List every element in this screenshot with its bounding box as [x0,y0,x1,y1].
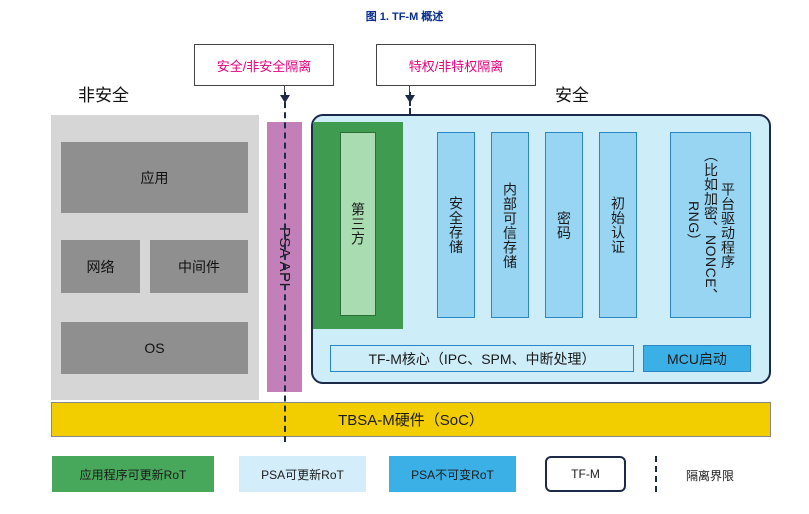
secure-isolation-line [284,92,286,442]
third-party-block: 第三方 [340,132,376,316]
third-party-label: 第三方 [350,202,366,246]
figure-title: 图 1. TF-M 概述 [365,11,444,23]
arrow-down-icon [280,95,290,103]
tfm-core-block: TF-M核心（IPC、SPM、中断处理） [330,345,634,372]
callout-connector [284,86,285,92]
middleware-block: 中间件 [150,240,248,293]
hardware-block: TBSA-M硬件（SoC） [51,402,771,437]
privilege-isolation-line [409,92,411,114]
initial-attestation-block: 初始认证 [599,132,637,318]
secure-storage-block: 安全存储 [437,132,475,318]
crypto-label: 密码 [556,210,572,240]
callout-secure-isolation: 安全/非安全隔离 [194,44,334,86]
mcu-boot-block: MCU启动 [643,345,751,372]
legend-psa-updatable-rot: PSA可更新RoT [239,456,366,492]
callout-connector [409,86,410,92]
legend-isolation-boundary: 隔离界限 [686,469,735,483]
secure-storage-label: 安全存储 [448,196,464,254]
legend-app-updatable-rot: 应用程序可更新RoT [52,456,214,492]
legend-tfm: TF-M [545,456,626,492]
legend-psa-immutable-rot: PSA不可变RoT [389,456,516,492]
callout-privilege-isolation: 特权/非特权隔离 [376,44,536,86]
internal-trusted-storage-block: 内部可信存储 [491,132,529,318]
arrow-down-icon [405,95,415,103]
network-block: 网络 [61,240,140,293]
platform-drivers-block: 平台驱动程序 （比如加密、NONCE、 RNG） [670,132,751,318]
non-secure-label: 非安全 [78,86,129,105]
platform-drivers-label: 平台驱动程序 （比如加密、NONCE、 RNG） [686,147,736,303]
application-block: 应用 [61,142,248,213]
secure-label: 安全 [555,86,589,105]
crypto-block: 密码 [545,132,583,318]
os-block: OS [61,322,248,374]
legend-dashed-line [655,456,657,492]
initial-attestation-label: 初始认证 [610,196,626,254]
internal-trusted-storage-label: 内部可信存储 [502,181,518,269]
